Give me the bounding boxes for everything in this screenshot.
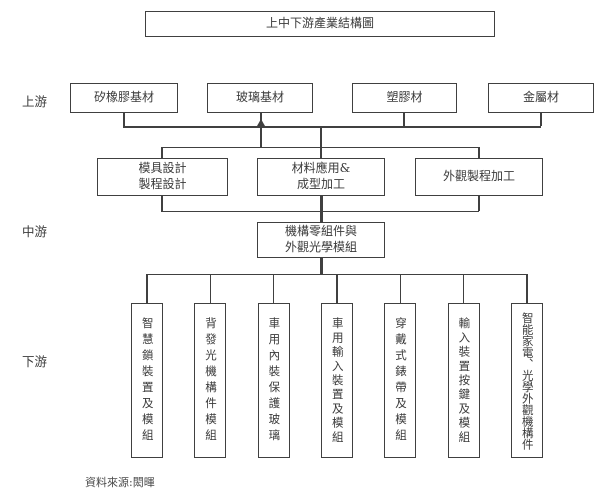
upstream-box-glass: 玻璃基材: [207, 83, 313, 113]
connector-line: [336, 274, 338, 303]
connector-line: [526, 274, 528, 303]
diagram-title: 上中下游產業結構圖: [265, 16, 374, 31]
downstream-box-input-device-keys: 輸入裝置按鍵及模組: [447, 303, 480, 458]
downstream-box-backlight-components: 背發光機構件模組: [194, 303, 227, 458]
process-box-appearance-processing: 外觀製程加工: [415, 158, 543, 196]
connector-line: [161, 147, 163, 158]
connector-line: [162, 146, 480, 148]
connector-line: [478, 147, 480, 158]
connector-line: [272, 274, 275, 303]
upstream-box-plastic: 塑膠材: [352, 83, 457, 113]
connector-line: [399, 274, 402, 303]
stage-label-upstream: 上游: [22, 94, 48, 109]
upstream-box-metal: 金屬材: [488, 83, 594, 113]
connector-line: [161, 210, 480, 212]
stage-label-midstream: 中游: [22, 224, 48, 239]
process-box-material-molding: 材料應用& 成型加工: [257, 158, 385, 196]
downstream-box-smart-lock: 智慧鎖裝置及模組: [131, 303, 163, 458]
arrow-up-icon: [257, 119, 265, 126]
connector-line: [161, 196, 163, 211]
connector-line: [462, 274, 465, 303]
midstream-box-components-modules: 機構零組件與 外觀光學模組: [257, 222, 385, 258]
connector-line: [320, 196, 323, 222]
process-box-mold-design: 模具設計 製程設計: [97, 158, 228, 196]
stage-label-downstream: 下游: [22, 354, 48, 369]
connector-line: [320, 258, 323, 274]
upstream-box-silicone-rubber: 矽橡膠基材: [70, 83, 178, 113]
connector-line: [540, 113, 542, 126]
connector-line: [478, 196, 480, 211]
downstream-box-auto-interior-glass: 車用內裝保護玻璃: [257, 303, 290, 458]
connector-line: [123, 113, 125, 126]
data-source-note: 資料來源:閎暉: [85, 476, 155, 489]
connector-line: [403, 113, 405, 126]
downstream-box-auto-input-devices: 車用輸入裝置及模組: [321, 303, 353, 458]
connector-line: [123, 126, 542, 128]
connector-line: [260, 113, 262, 147]
downstream-box-smart-appliance-optical: 智能家電、光學外觀機構件: [511, 303, 543, 458]
connector-line: [320, 126, 322, 158]
connector-line: [146, 274, 148, 303]
connector-line: [209, 274, 212, 303]
diagram-title-box: 上中下游產業結構圖: [145, 11, 495, 37]
downstream-box-wearable-straps: 穿戴式錶帶及模組: [384, 303, 417, 458]
